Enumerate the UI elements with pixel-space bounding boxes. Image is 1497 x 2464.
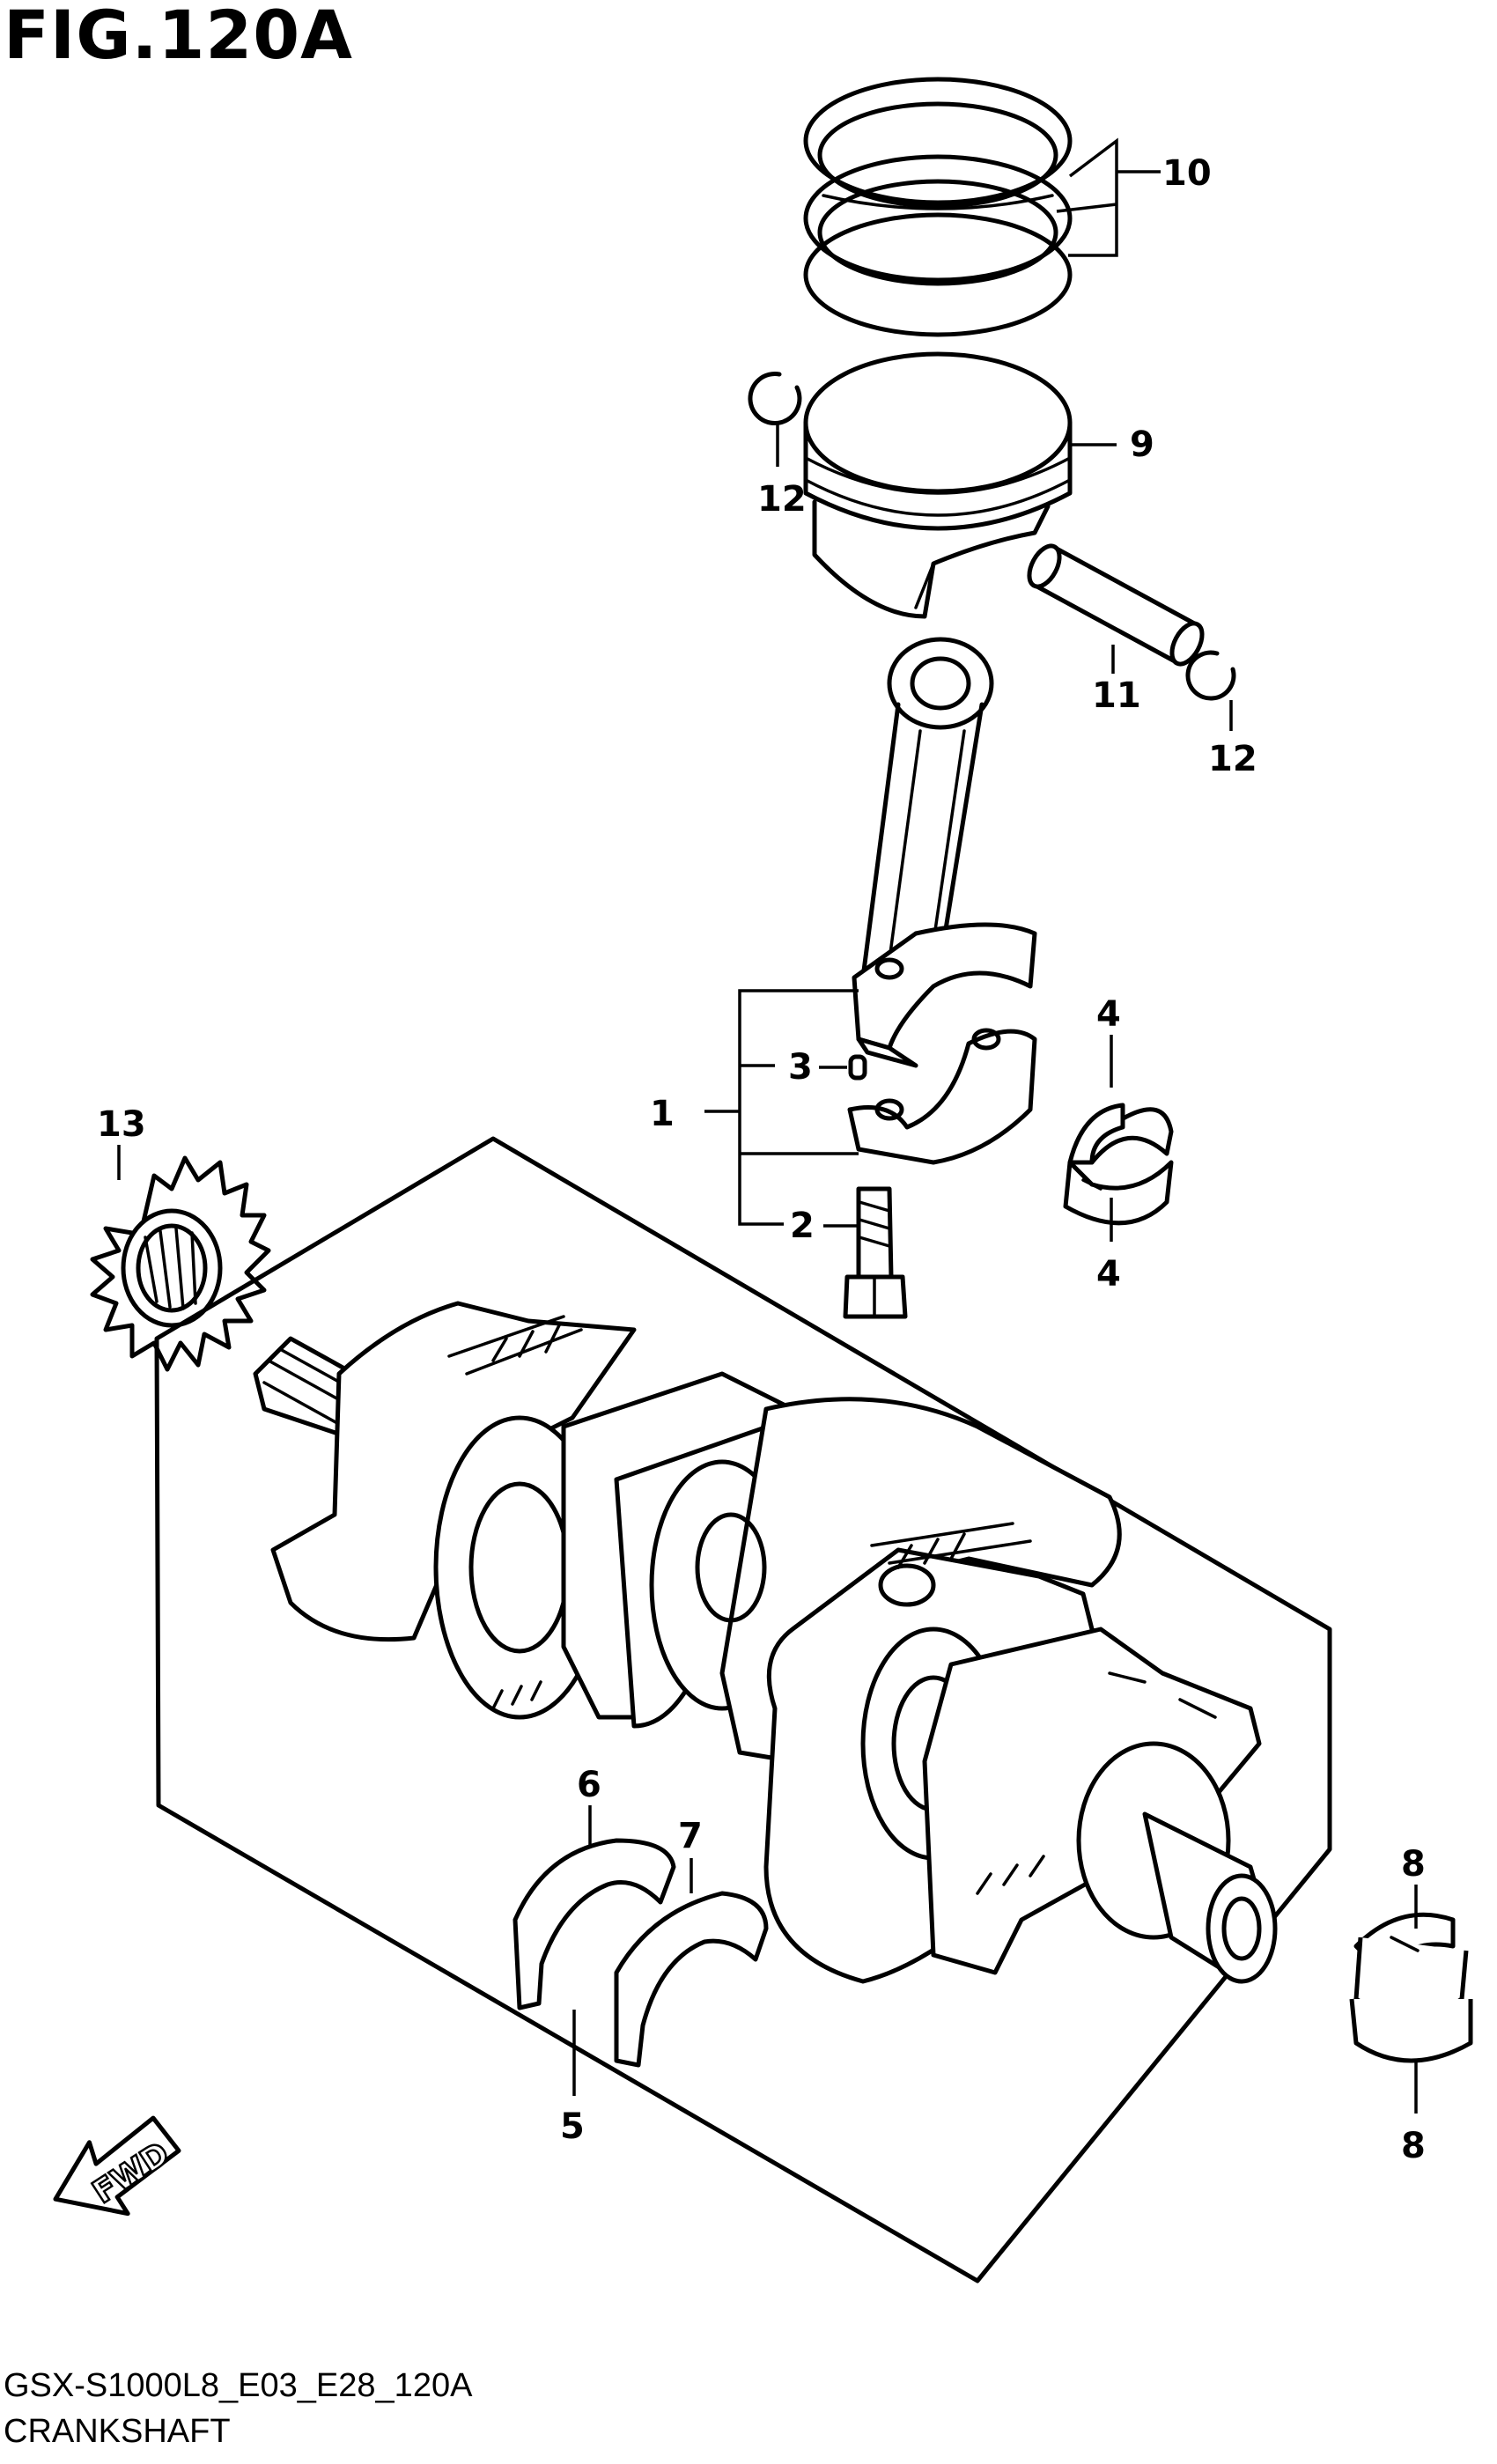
callout-4-bottom: 4 xyxy=(1096,1254,1121,1295)
figure-name: CRANKSHAFT xyxy=(4,2413,231,2450)
dowel-pin[interactable] xyxy=(848,1054,867,1081)
circlip-right[interactable] xyxy=(1185,650,1236,701)
leader-1 xyxy=(704,989,859,1226)
main-bearing[interactable] xyxy=(1349,1912,1473,2063)
callout-12-right: 12 xyxy=(1208,739,1257,779)
connecting-rod[interactable] xyxy=(852,637,1037,1068)
callout-12-left: 12 xyxy=(757,479,807,520)
forward-arrow: FWD xyxy=(53,2115,181,2217)
piston-pin[interactable] xyxy=(1023,541,1208,668)
figure-title: FIG.120A xyxy=(4,0,353,74)
con-rod-bolt[interactable] xyxy=(843,1186,908,1319)
callout-4-top: 4 xyxy=(1096,994,1121,1035)
piston[interactable] xyxy=(803,351,1073,619)
callout-8-top: 8 xyxy=(1401,1844,1426,1885)
callout-5: 5 xyxy=(560,2106,585,2147)
callout-13: 13 xyxy=(97,1104,146,1145)
callout-8-bottom: 8 xyxy=(1401,2126,1426,2166)
con-rod-bearing[interactable] xyxy=(1063,1103,1174,1226)
callout-11: 11 xyxy=(1092,675,1141,716)
thrust-washer-left[interactable] xyxy=(513,1838,676,2010)
crankshaft-box xyxy=(154,1136,1332,2283)
leader-10 xyxy=(1056,137,1161,257)
thrust-washer-right[interactable] xyxy=(614,1891,769,2068)
piston-rings[interactable] xyxy=(803,77,1073,337)
callout-3: 3 xyxy=(788,1047,813,1088)
callout-10: 10 xyxy=(1162,153,1212,194)
crank-gear[interactable] xyxy=(90,1155,271,1372)
crankshaft[interactable] xyxy=(253,1301,1278,1984)
connecting-rod-cap[interactable] xyxy=(847,1028,1037,1165)
callout-9: 9 xyxy=(1130,424,1154,465)
circlip-left[interactable] xyxy=(748,372,802,426)
callout-7: 7 xyxy=(678,1816,703,1856)
callout-1: 1 xyxy=(650,1094,675,1134)
callout-6: 6 xyxy=(577,1765,601,1805)
figure-code: GSX-S1000L8_E03_E28_120A xyxy=(4,2367,473,2404)
callout-2: 2 xyxy=(790,1206,815,1246)
